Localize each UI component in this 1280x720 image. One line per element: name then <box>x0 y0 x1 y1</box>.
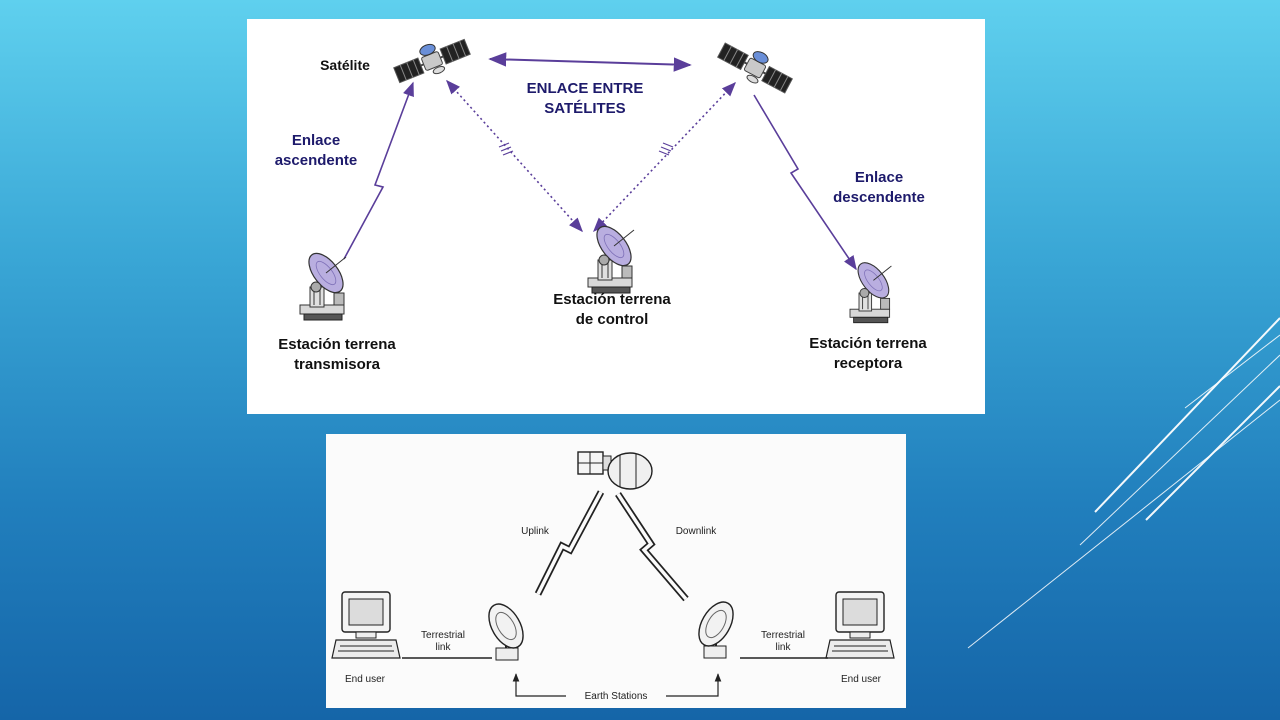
earth-station-right-icon <box>690 595 742 659</box>
earth-stations-bracket <box>512 673 574 697</box>
inter-satellite-link-arrow <box>488 52 692 72</box>
receiver-dish-icon <box>849 256 896 324</box>
terrestrial-link-right-label: Terrestrial link <box>761 630 805 653</box>
downlink-label: Downlink <box>675 526 717 537</box>
control-dish-icon <box>587 219 639 294</box>
satellite-link-diagram-es: Satélite ENLACE ENTRE SATÉLITES Enlace a… <box>247 19 985 414</box>
satellite-left-icon <box>389 30 474 90</box>
control-station-label: Estación terrena de control <box>553 291 671 328</box>
earth-station-left-icon <box>480 597 532 661</box>
control-link-left-arrow <box>446 79 583 233</box>
end-user-right-computer-icon <box>825 591 895 659</box>
uplink-arrow <box>343 81 414 260</box>
bottom-diagram-graphics <box>331 451 895 697</box>
transmitter-station-label: Estación terrena transmisora <box>278 336 396 373</box>
inter-satellite-link-label: ENLACE ENTRE SATÉLITES <box>526 80 644 117</box>
control-link-right-arrow <box>593 81 736 233</box>
uplink-label: Uplink <box>521 526 549 537</box>
top-diagram-graphics <box>299 30 896 324</box>
satellite-label: Satélite <box>320 57 370 73</box>
satellite-right-icon <box>713 34 798 100</box>
downlink-label: Enlace descendente <box>833 169 925 206</box>
satellite-link-diagram-en: Uplink Downlink Terrestrial link Terrest… <box>326 434 906 708</box>
downlink-arrow <box>753 94 857 271</box>
satellite-icon <box>577 451 653 490</box>
receiver-station-label: Estación terrena receptora <box>809 335 927 372</box>
transmitter-dish-icon <box>299 246 351 321</box>
end-user-left-label: End user <box>344 674 386 685</box>
end-user-right-label: End user <box>840 674 882 685</box>
end-user-left-computer-icon <box>331 591 401 659</box>
earth-stations-label: Earth Stations <box>566 691 666 703</box>
terrestrial-link-left-label: Terrestrial link <box>421 630 465 653</box>
uplink-label: Enlace ascendente <box>274 132 358 169</box>
